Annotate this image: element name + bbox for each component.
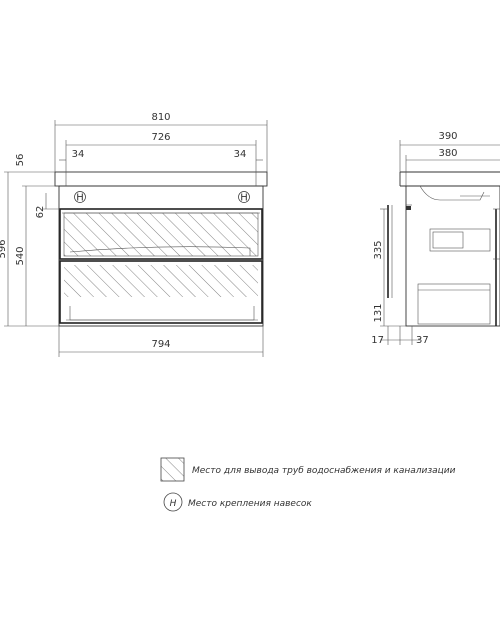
svg-text:H: H [240, 193, 248, 204]
lower-drawer [59, 260, 263, 324]
legend-hatch-swatch [160, 457, 185, 482]
dim-upper-drawer-height: 335 [373, 240, 384, 259]
dim-left-offset: 34 [72, 149, 85, 160]
side-view: 390 380 335 131 17 37 [371, 131, 500, 346]
dim-overall-width: 810 [151, 112, 170, 123]
legend: Место для вывода труб водоснабжения и ка… [160, 457, 456, 512]
dim-left-gap: 17 [371, 335, 384, 346]
front-view: H H 810 726 34 34 794 596 [0, 112, 268, 357]
dim-drawer-offset: 62 [35, 206, 46, 219]
lower-drawer-hatch [64, 265, 258, 297]
hanger-mark-right: H [238, 191, 250, 204]
dim-bottom-width: 794 [151, 339, 170, 350]
svg-text:H: H [76, 193, 84, 204]
dim-inner-width: 726 [151, 132, 170, 143]
legend-pipes-text: Место для вывода труб водоснабжения и ка… [192, 466, 456, 476]
dim-total-height: 596 [0, 239, 8, 258]
legend-hanger-text: Место крепления навесок [188, 499, 312, 509]
dim-overall-depth: 390 [438, 131, 457, 142]
svg-text:H: H [170, 499, 177, 509]
legend-hanger-icon [163, 492, 183, 512]
dim-right-gap: 37 [416, 335, 429, 346]
dim-top-thickness: 56 [15, 154, 26, 167]
dim-body-height: 540 [15, 246, 26, 265]
dim-lower-drawer-height: 131 [373, 303, 384, 322]
countertop [54, 171, 268, 187]
dim-inner-depth: 380 [438, 148, 457, 159]
hanger-mark-left: H [74, 191, 86, 204]
upper-drawer [59, 208, 263, 260]
upper-drawer-hatch [63, 212, 259, 257]
dim-right-offset: 34 [234, 149, 247, 160]
cabinet-body [58, 185, 264, 327]
